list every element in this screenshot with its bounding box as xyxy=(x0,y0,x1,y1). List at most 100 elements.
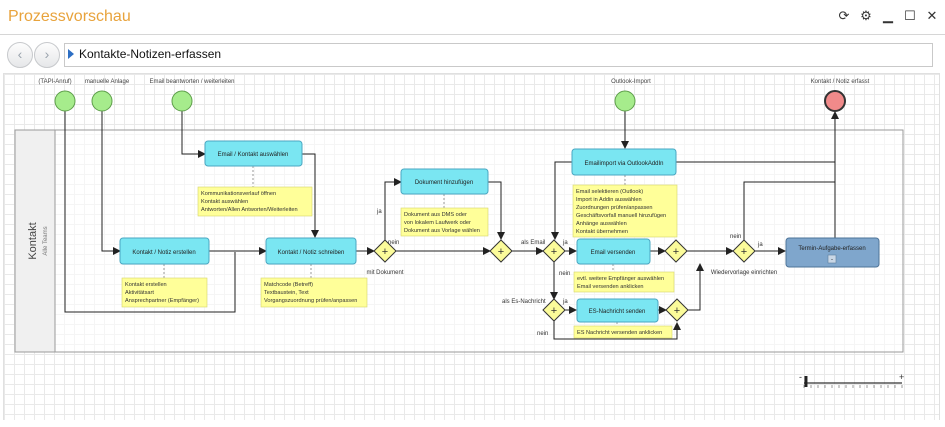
note-line: Vorgangszuordnung prüfen/anpassen xyxy=(264,298,357,304)
label-wiedervorlage: Wiedervorlage einrichten xyxy=(711,270,777,276)
svg-text:Dokument aus DMS oder vo: Dokument aus DMS oder von lokalem Laufwe… xyxy=(404,212,480,234)
close-icon[interactable]: ✕ xyxy=(926,8,938,23)
gear-icon[interactable]: ⚙ xyxy=(860,8,872,23)
window-title: Prozessvorschau xyxy=(8,8,131,25)
minimize-icon[interactable]: ▁ xyxy=(883,8,893,23)
gateway-6[interactable]: + xyxy=(665,298,689,322)
task-send-es[interactable]: ES-Nachricht senden xyxy=(576,298,659,323)
process-diagram: Kontakt Alle Teams xyxy=(14,79,904,388)
flow-doc-gw2 xyxy=(488,181,505,240)
start-event-email-reply[interactable] xyxy=(171,90,193,112)
note-email-select: Kommunikationsverlauf öffnen Kontakt aus… xyxy=(197,186,313,217)
note-add-document: Dokument aus DMS oder von lokalem Laufwe… xyxy=(400,207,489,237)
label-ja-3: ja xyxy=(562,299,568,305)
flow-gw7-end xyxy=(743,181,835,240)
note-line: Anhänge auswählen xyxy=(576,221,627,227)
gateway-1[interactable]: + xyxy=(373,239,397,263)
back-button[interactable]: ‹ xyxy=(7,42,33,68)
gateway-plus-icon: + xyxy=(498,246,504,258)
task-create-contact[interactable]: Kontakt / Notiz erstellen xyxy=(119,237,210,265)
event-label-end: Kontakt / Notiz erfasst xyxy=(811,79,870,85)
gateway-7[interactable]: + xyxy=(732,239,756,263)
lane-title: Kontakt xyxy=(27,222,39,259)
label-als-email: als Email xyxy=(521,240,545,246)
note-line: Kontakt auswählen xyxy=(201,199,248,205)
navigation-bar: ‹ › Kontakte-Notizen-erfassen xyxy=(0,35,945,73)
note-email-import: Email selektieren (Outlook) Import in Ad… xyxy=(572,184,678,238)
lane-header xyxy=(14,129,56,353)
task-appointment[interactable]: Termin-Aufgabe-erfassen - xyxy=(785,237,880,268)
event-label-manual: manuelle Anlage xyxy=(85,79,130,85)
label-nein-1: nein xyxy=(388,240,399,246)
zoom-in-button[interactable]: + xyxy=(899,372,904,382)
note-send-email: evtl. weitere Empfänger auswählen Email … xyxy=(573,271,675,293)
gateway-2[interactable]: + xyxy=(489,239,513,263)
label-mit-dokument: mit Dokument xyxy=(366,270,403,276)
note-line: Kontakt übernehmen xyxy=(576,229,628,235)
label-ja-2: ja xyxy=(562,240,568,246)
note-line: Geschäftsvorfall manuell hinzufügen xyxy=(576,213,666,219)
flow-email-reply xyxy=(181,111,206,158)
gateway-plus-icon: + xyxy=(673,246,679,258)
flow-gw1-doc xyxy=(384,178,402,240)
note-line: Matchcode (Betreff) xyxy=(264,282,313,288)
task-label: Email versenden xyxy=(591,250,636,256)
label-nein-4: nein xyxy=(730,234,741,240)
process-path: Kontakte-Notizen-erfassen xyxy=(79,47,222,61)
diagram-canvas[interactable]: Kontakt Alle Teams xyxy=(3,73,940,421)
flow-select-write xyxy=(302,153,319,238)
start-event-outlook[interactable] xyxy=(614,90,636,112)
arrow-right-icon: › xyxy=(44,46,50,62)
collapse-icon[interactable] xyxy=(827,254,837,264)
gateway-plus-icon: + xyxy=(741,246,747,258)
note-line: Dokument aus Vorlage wählen xyxy=(404,228,480,234)
note-line: evtl. weitere Empfänger auswählen xyxy=(577,276,664,282)
flow-gw6-gw5 xyxy=(688,263,704,311)
footer xyxy=(0,420,945,427)
event-label-outlook: Outlook-Import xyxy=(611,79,651,85)
flow-gw4-gw6 xyxy=(553,321,681,340)
event-label-tapi: (TAPI-Anruf) xyxy=(38,79,71,85)
task-label: ES-Nachricht senden xyxy=(589,309,646,315)
flow-tapi xyxy=(64,111,236,313)
note-line: Email versenden anklicken xyxy=(577,284,644,290)
start-event-tapi[interactable] xyxy=(54,90,76,112)
gateway-5[interactable]: + xyxy=(664,239,688,263)
svg-text:Kontakt erstellen Aktivi: Kontakt erstellen Aktivitätsart Ansprech… xyxy=(125,282,199,304)
task-write-note[interactable]: Kontakt / Notiz schreiben xyxy=(265,237,357,265)
end-event[interactable] xyxy=(824,90,846,112)
refresh-icon[interactable]: ⟳ xyxy=(838,8,850,23)
address-bar[interactable]: Kontakte-Notizen-erfassen xyxy=(64,43,933,67)
gateway-3[interactable]: + xyxy=(542,239,566,263)
gateway-4[interactable]: + xyxy=(542,298,566,322)
svg-text:Matchcode (Betreff) Text: Matchcode (Betreff) Textbaustein, Text V… xyxy=(264,282,357,304)
zoom-ticks xyxy=(803,385,903,388)
note-line: Kommunikationsverlauf öffnen xyxy=(201,191,276,197)
title-bar: Prozessvorschau ⟳ ⚙ ▁ ☐ ✕ xyxy=(0,0,945,35)
svg-text:evtl. weitere Empfänger auswäh: evtl. weitere Empfänger auswählen Email … xyxy=(577,276,666,290)
note-line: Textbaustein, Text xyxy=(264,290,309,296)
forward-button[interactable]: › xyxy=(34,42,60,68)
zoom-control[interactable]: - + xyxy=(799,372,904,388)
gateway-plus-icon: + xyxy=(382,246,388,258)
note-line: Kontakt erstellen xyxy=(125,282,167,288)
task-email-select[interactable]: Email / Kontakt auswählen xyxy=(204,140,303,167)
note-line: Zuordnungen prüfen/anpassen xyxy=(576,205,653,211)
task-label: Termin-Aufgabe-erfassen xyxy=(798,246,865,252)
svg-text:Kommunikationsverlauf öffnen: Kommunikationsverlauf öffnen Kontakt aus… xyxy=(201,191,298,213)
task-send-email[interactable]: Email versenden xyxy=(576,238,651,265)
start-event-manual[interactable] xyxy=(91,90,113,112)
note-line: Aktivitätsart xyxy=(125,290,154,296)
collapse-marker: - xyxy=(831,257,833,263)
zoom-thumb[interactable] xyxy=(804,376,808,387)
task-label: Dokument hinzufügen xyxy=(415,180,473,186)
task-email-import[interactable]: Emailimport via OutlookAddIn xyxy=(571,148,677,176)
task-add-document[interactable]: Dokument hinzufügen xyxy=(400,168,489,195)
task-label: Kontakt / Notiz erstellen xyxy=(132,250,195,256)
zoom-out-button[interactable]: - xyxy=(799,372,802,382)
maximize-icon[interactable]: ☐ xyxy=(904,8,916,23)
note-line: von lokalem Laufwerk oder xyxy=(404,220,471,226)
note-line: Dokument aus DMS oder xyxy=(404,212,467,218)
svg-text:Email selektieren (Outlook): Email selektieren (Outlook) Import in Ad… xyxy=(576,189,668,235)
note-line: Antworten/Allen Antworten/Weiterleiten xyxy=(201,207,298,213)
